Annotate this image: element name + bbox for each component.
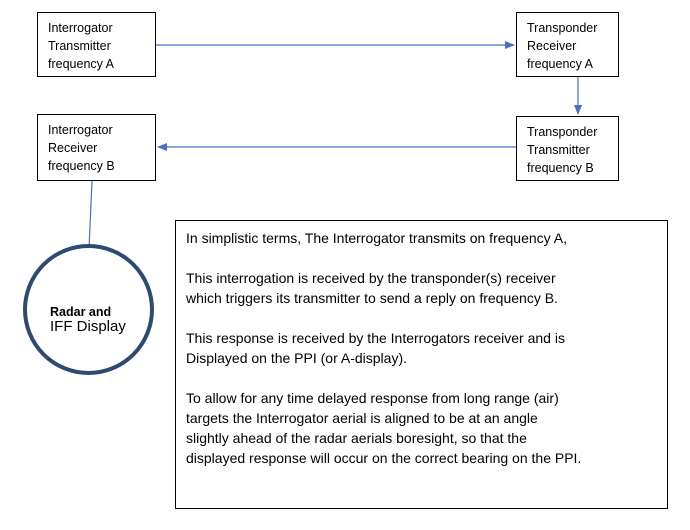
- box-line: frequency B: [527, 161, 594, 175]
- display-mark: .: [48, 353, 51, 362]
- note-paragraph: To allow for any time delayed response f…: [186, 388, 667, 468]
- note-line: displayed response will occur on the cor…: [186, 450, 582, 466]
- box-line: Transmitter: [48, 39, 111, 53]
- box-line: frequency A: [48, 57, 115, 71]
- display-label-line1: Radar and: [50, 305, 112, 319]
- box-line: Interrogator: [48, 123, 113, 137]
- transponder-receiver-box: Transponder Receiver frequency A: [516, 12, 619, 77]
- box-line: Receiver: [48, 141, 98, 155]
- note-line: which triggers its transmitter to send a…: [186, 290, 558, 306]
- note-line: This interrogation is received by the tr…: [186, 270, 556, 286]
- note-line: targets the Interrogator aerial is align…: [186, 410, 538, 426]
- radar-iff-display-circle: [23, 244, 154, 375]
- note-line: Displayed on the PPI (or A-display).: [186, 350, 407, 366]
- note-paragraph: This interrogation is received by the tr…: [186, 268, 667, 308]
- box-line: Interrogator: [48, 21, 113, 35]
- explanation-note: In simplistic terms, The Interrogator tr…: [175, 220, 668, 509]
- box-line: frequency A: [527, 57, 594, 71]
- display-label-line2: IFF Display: [50, 318, 126, 335]
- note-line: To allow for any time delayed response f…: [186, 390, 559, 406]
- note-line: This response is received by the Interro…: [186, 330, 565, 346]
- note-paragraph: This response is received by the Interro…: [186, 328, 667, 368]
- box-line: Transmitter: [527, 143, 590, 157]
- interrogator-transmitter-box: Interrogator Transmitter frequency A: [37, 12, 156, 77]
- box-line: Receiver: [527, 39, 577, 53]
- interrogator-receiver-box: Interrogator Receiver frequency B: [37, 114, 156, 181]
- note-line: In simplistic terms, The Interrogator tr…: [186, 230, 568, 246]
- box-line: frequency B: [48, 159, 115, 173]
- transponder-transmitter-box: Transponder Transmitter frequency B: [516, 116, 619, 181]
- note-line: slightly ahead of the radar aerials bore…: [186, 430, 527, 446]
- note-paragraph: In simplistic terms, The Interrogator tr…: [186, 228, 667, 248]
- box-line: Transponder: [527, 21, 598, 35]
- box-line: Transponder: [527, 125, 598, 139]
